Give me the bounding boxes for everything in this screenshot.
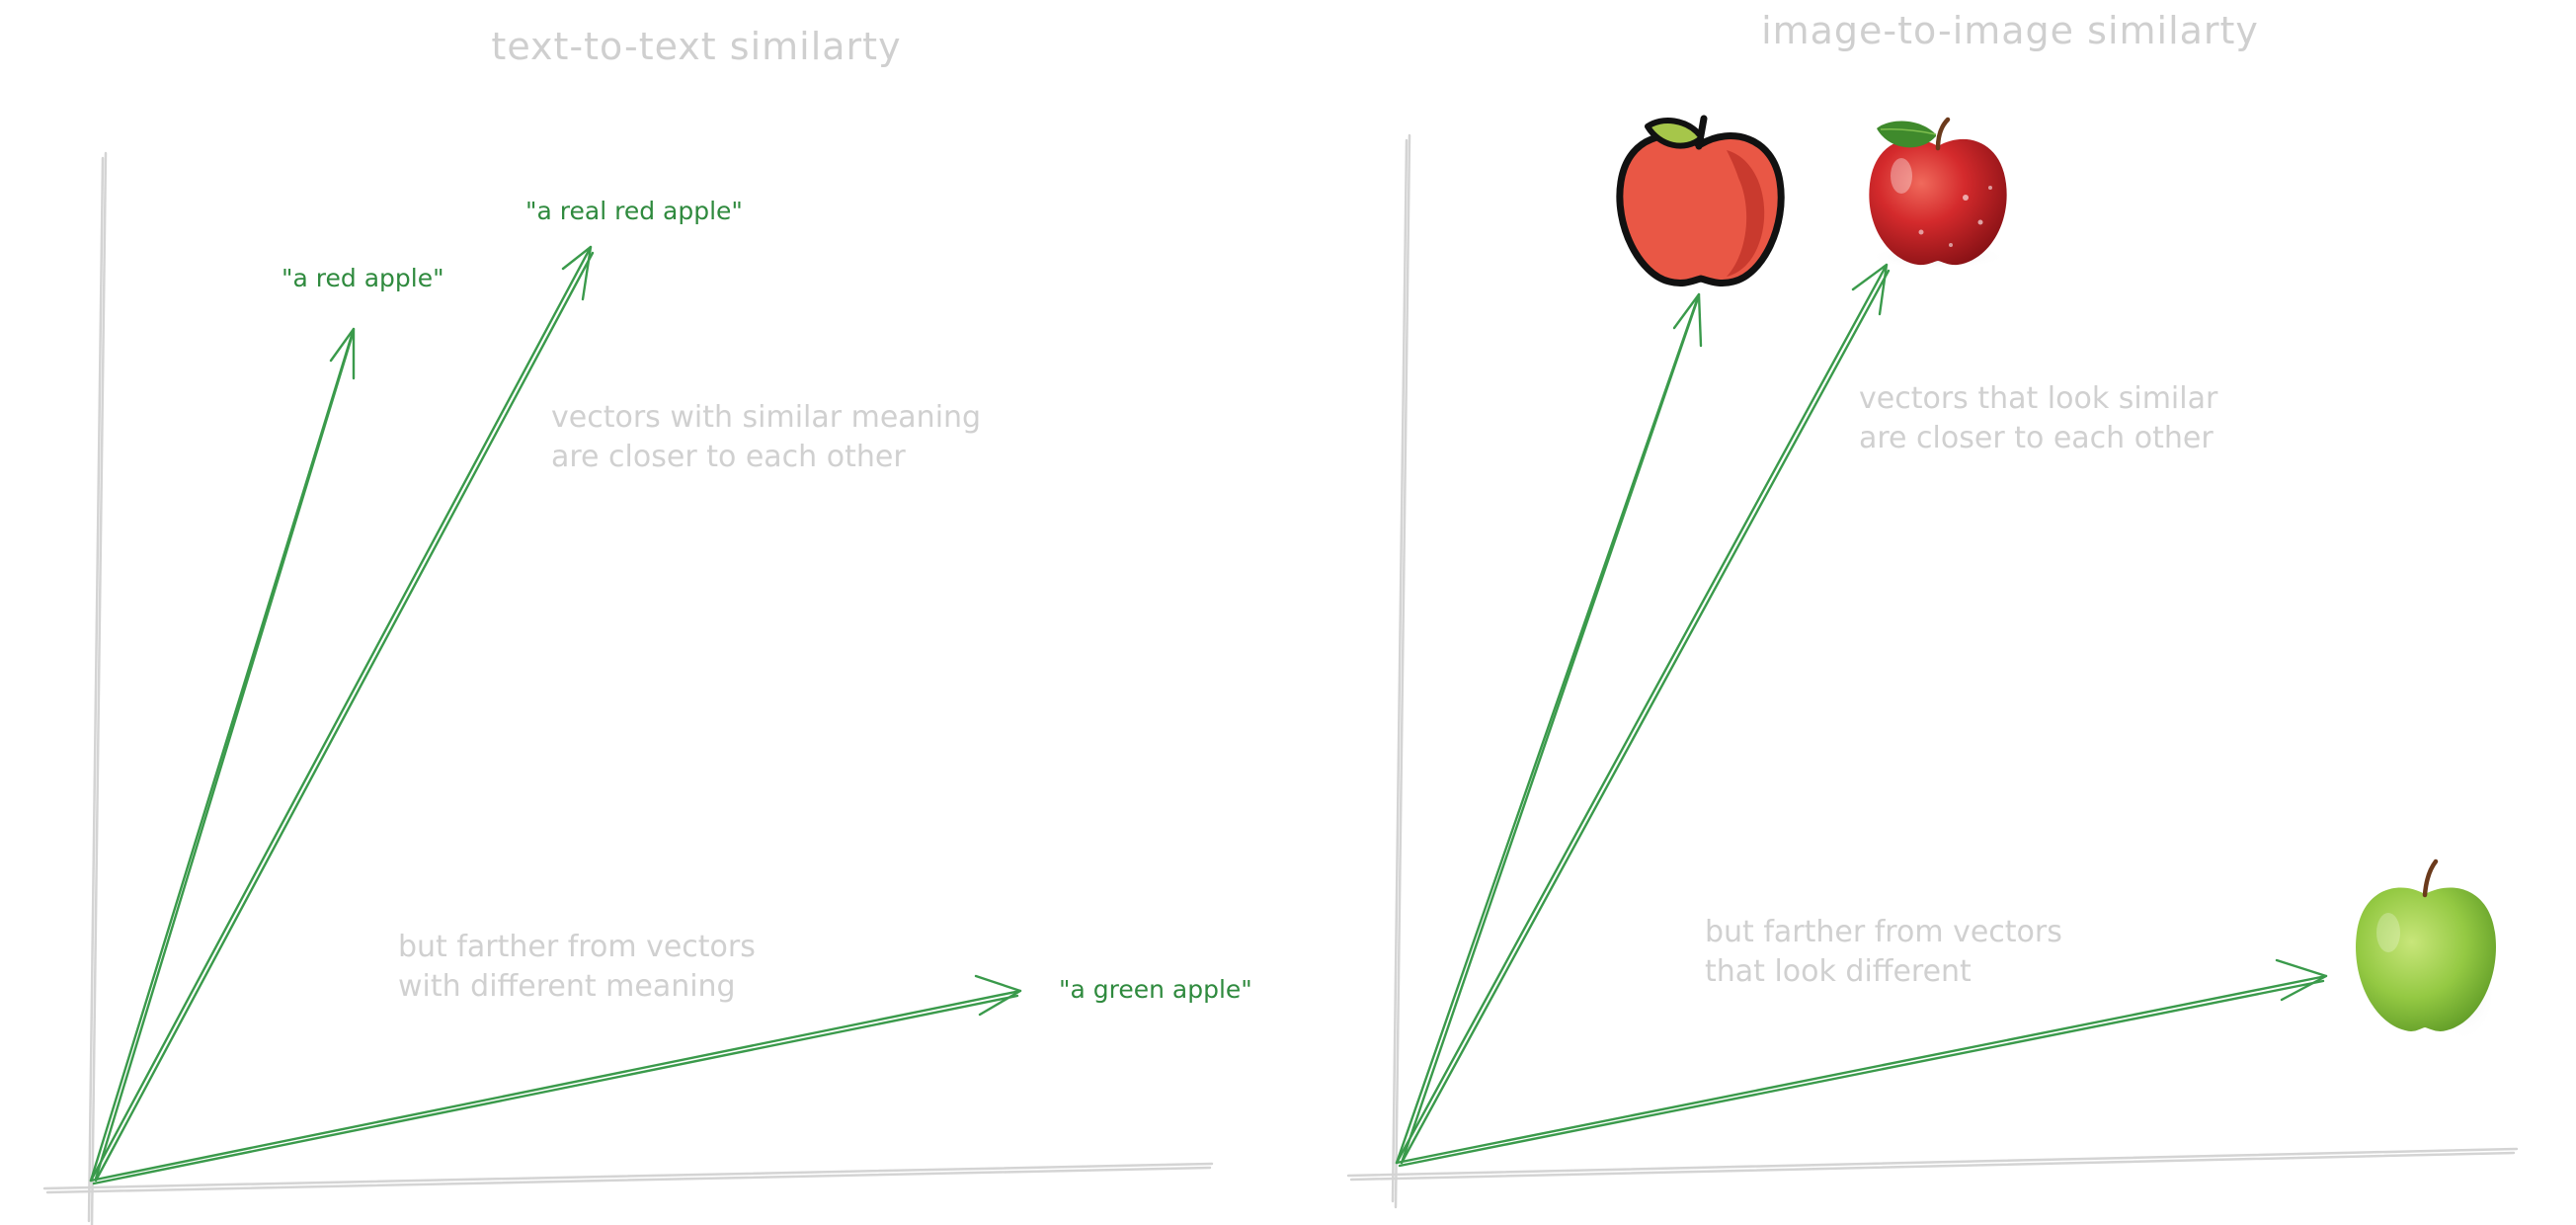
vector-red-apple [89,327,356,1183]
right-panel: image-to-image similarty [1346,9,2519,1209]
label-green-apple: "a green apple" [1059,975,1252,1004]
right-note-different-line1: but farther from vectors [1705,915,2062,949]
green-apple-photo [2356,858,2496,1042]
right-y-axis-stroke [1391,138,1409,1203]
vector-green-apple [89,974,1022,1185]
right-note-different-line2: that look different [1705,954,1972,989]
label-red-apple: "a red apple" [282,264,444,292]
left-note-different-line2: with different meaning [398,969,736,1004]
left-y-axis [90,151,108,1225]
right-x-axis [1346,1147,2519,1178]
right-panel-title: image-to-image similarty [1761,9,2259,52]
left-note-different-line1: but farther from vectors [398,930,756,964]
right-x-axis-stroke [1349,1151,2516,1182]
left-panel-title: text-to-text similarty [491,25,901,68]
right-note-similar-line1: vectors that look similar [1859,381,2218,416]
left-x-axis [42,1162,1214,1190]
red-apple-cartoon-icon [1616,115,1785,286]
vector-cartoon-apple [1395,292,1703,1165]
left-y-axis-stroke [87,156,105,1223]
left-x-axis-stroke [45,1166,1212,1194]
left-note-similar-line2: are closer to each other [551,440,906,474]
left-panel: text-to-text similarty "a red apple" "a … [42,25,1252,1225]
label-real-red-apple: "a real red apple" [525,197,743,225]
left-note-similar-line1: vectors with similar meaning [551,400,981,435]
vector-real-red-apple [89,245,595,1183]
right-note-similar-line2: are closer to each other [1859,421,2214,455]
red-apple-photo [1869,117,2007,269]
vector-photo-green-apple [1395,958,2328,1168]
vector-photo-red-apple [1395,263,1891,1165]
right-y-axis [1394,133,1411,1209]
